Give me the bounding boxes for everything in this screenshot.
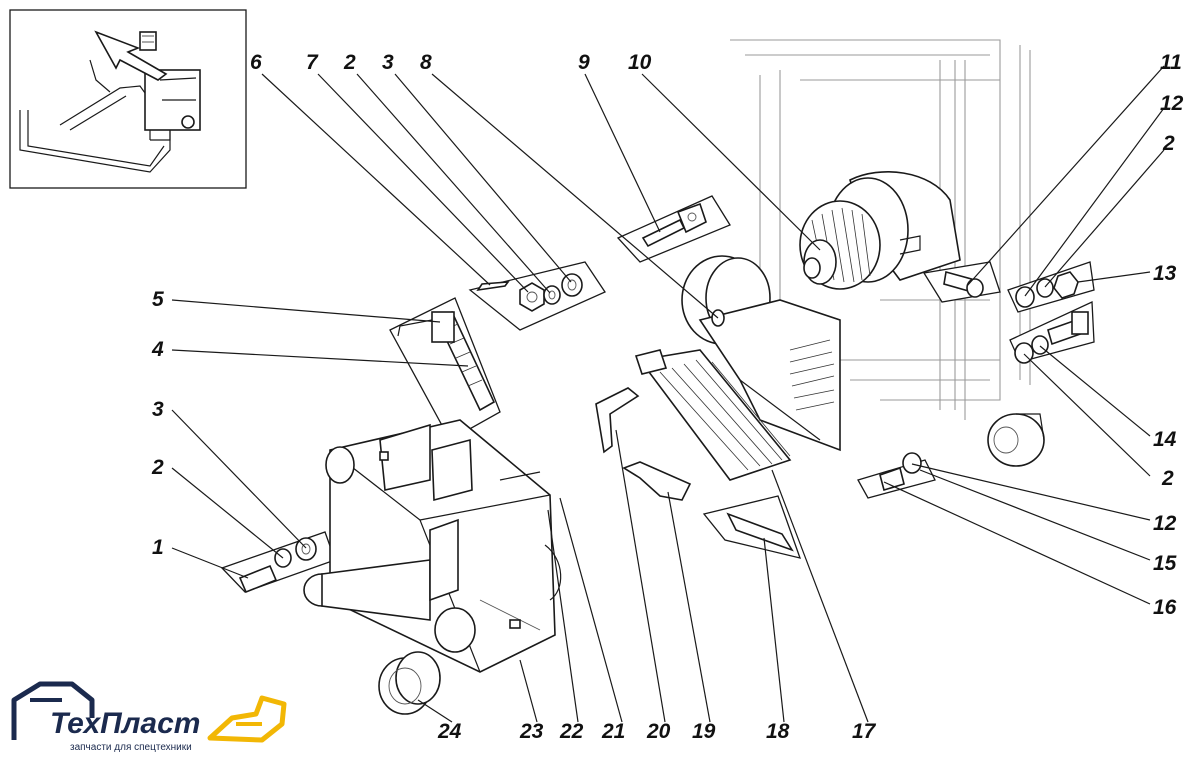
techplast-logo: ТехПласт запчасти для спецтехники [11, 681, 287, 753]
callout-21: 21 [601, 720, 625, 743]
callout-2-right-top: 2 [1162, 132, 1175, 155]
callout-9: 9 [578, 51, 590, 74]
callout-8: 8 [420, 51, 432, 74]
callout-11: 11 [1160, 51, 1182, 74]
callout-18: 18 [766, 720, 790, 743]
leader-lines [171, 65, 1165, 723]
callout-4: 4 [151, 338, 164, 361]
callout-6: 6 [250, 51, 262, 74]
callout-12-top: 12 [1160, 92, 1184, 115]
callout-labels: 6 7 2 3 8 9 10 11 12 2 13 14 2 12 15 16 … [151, 51, 1184, 743]
callout-3-top: 3 [382, 51, 394, 74]
loader-logo-icon [207, 695, 287, 743]
heater-core-radiator [634, 349, 792, 481]
logo-tagline: запчасти для спецтехники [70, 742, 192, 753]
callout-1: 1 [152, 536, 164, 559]
callout-10: 10 [628, 51, 652, 74]
callout-12-bottom: 12 [1153, 512, 1177, 535]
callout-13: 13 [1153, 262, 1177, 285]
air-outlet-grille [378, 651, 441, 715]
callout-23: 23 [519, 720, 544, 743]
callout-2-right-mid: 2 [1161, 467, 1174, 490]
callout-15: 15 [1153, 552, 1177, 575]
logo-brand-text: ТехПласт [50, 707, 200, 740]
callout-5: 5 [152, 288, 164, 311]
heater-box-body [303, 419, 562, 673]
callout-17: 17 [852, 720, 877, 743]
callout-7: 7 [306, 51, 319, 74]
callout-20: 20 [646, 720, 671, 743]
callout-22: 22 [559, 720, 584, 743]
callout-3-left: 3 [152, 398, 164, 421]
callout-24: 24 [437, 720, 462, 743]
callout-2-top: 2 [343, 51, 356, 74]
callout-16: 16 [1153, 596, 1177, 619]
heater-fan-housing [681, 255, 841, 452]
excavator-logo-icon [11, 681, 95, 740]
callout-2-left: 2 [151, 456, 164, 479]
inset-location-view [9, 9, 247, 189]
callout-14: 14 [1153, 428, 1177, 451]
callout-19: 19 [692, 720, 716, 743]
fan-motor-assembly [799, 171, 961, 290]
